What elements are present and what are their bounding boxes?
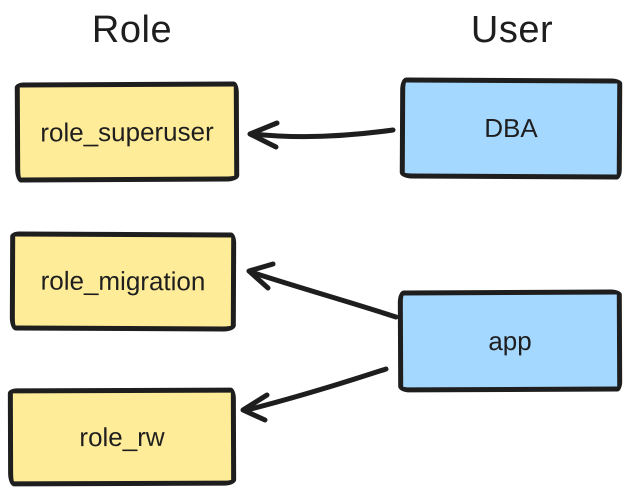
node-user-app: app [397, 289, 623, 393]
node-role-rw: role_rw [7, 387, 237, 487]
node-user-dba-label: DBA [484, 112, 538, 144]
arrow-app-to-role-migration [246, 261, 399, 320]
node-role-migration: role_migration [9, 231, 237, 332]
node-user-dba: DBA [399, 77, 623, 180]
node-role-migration-label: role_migration [40, 265, 206, 297]
arrow-app-to-role-rw [240, 366, 389, 423]
node-user-app-label: app [488, 325, 532, 356]
node-role-superuser: role_superuser [14, 81, 240, 183]
column-header-role: Role [91, 9, 173, 51]
node-role-rw-label: role_rw [79, 421, 165, 452]
arrow-dba-to-role-superuser [247, 120, 396, 150]
column-header-user: User [470, 9, 554, 51]
node-role-superuser-label: role_superuser [40, 116, 214, 147]
